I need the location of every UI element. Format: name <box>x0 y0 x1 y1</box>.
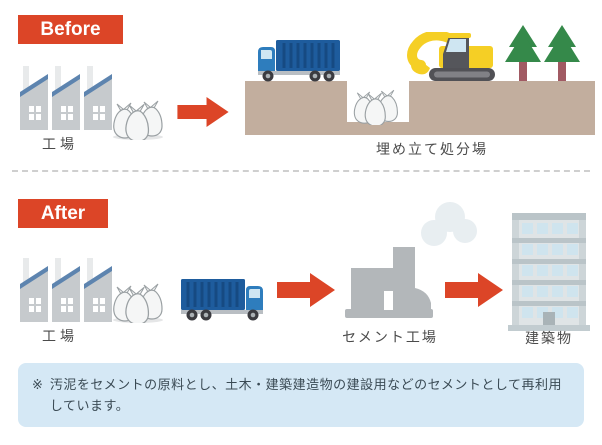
smoke-icon <box>420 202 478 248</box>
landfill-ground <box>245 81 595 135</box>
factory-label-after: 工場 <box>42 330 78 345</box>
after-badge: After <box>18 199 108 228</box>
arrow-right-icon <box>177 97 229 127</box>
footnote-box: ※ 汚泥をセメントの原料とし、土木・建築建造物の建設用などのセメントとして再利用… <box>18 363 584 427</box>
waste-bags-icon <box>110 276 166 323</box>
factory-label-before: 工場 <box>42 138 78 153</box>
footnote-line-1: 汚泥をセメントの原料とし、土木・建築建造物の建設用などのセメントとして再利用 <box>49 377 562 392</box>
waste-bags-icon <box>351 83 401 125</box>
building-label: 建築物 <box>525 332 573 347</box>
cement-plant-icon <box>343 246 435 318</box>
excavator-icon <box>403 32 503 82</box>
building-icon <box>508 213 590 331</box>
dump-truck-icon <box>177 277 265 321</box>
factory-icon <box>20 66 112 130</box>
arrow-right-icon <box>445 273 503 307</box>
arrow-right-icon <box>277 273 335 307</box>
dump-truck-icon <box>256 38 344 82</box>
waste-bags-icon <box>110 93 166 140</box>
section-divider <box>12 170 590 172</box>
tree-icon <box>505 25 541 81</box>
footnote-line-2: しています。 <box>49 398 130 413</box>
after-badge-label: After <box>40 202 86 224</box>
tree-icon <box>544 25 580 81</box>
landfill-label: 埋め立て処分場 <box>376 143 488 158</box>
footnote-marker: ※ <box>32 377 43 392</box>
before-badge-label: Before <box>40 18 101 40</box>
factory-icon <box>20 258 112 322</box>
before-badge: Before <box>18 15 123 44</box>
cement-plant-label: セメント工場 <box>342 331 438 346</box>
